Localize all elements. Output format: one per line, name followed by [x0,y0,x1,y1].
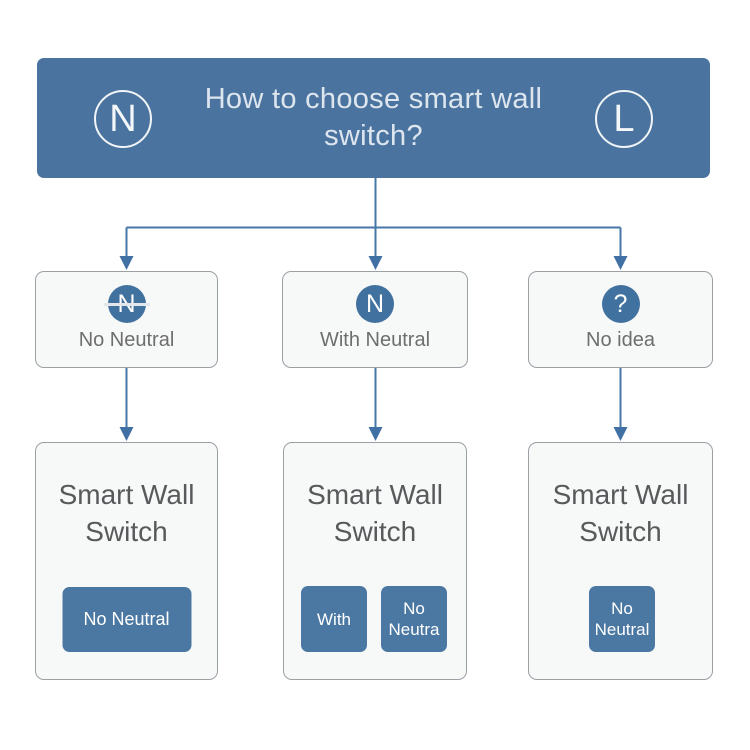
decision-label: No Neutral [78,329,175,351]
badge-label: With [317,609,351,629]
decision-box-no-neutral: N No Neutral [35,271,218,368]
badge-label-line1: No [403,599,425,618]
page-title: How to choose smart wall switch? [205,81,543,155]
arrowhead-icon [119,256,134,270]
badge-no-neutra: No Neutra [381,586,447,652]
live-wire-icon: L [595,90,653,148]
product-box-no-idea: Smart Wall Switch No Neutral [528,442,713,680]
arrowhead-icon [368,427,383,441]
arrowhead-icon [613,427,628,441]
badge-label-line2: Neutra [388,620,440,639]
arrowhead-icon [613,256,628,270]
page-title-line2: switch? [324,120,423,152]
product-name-line1: Smart Wall [307,479,443,510]
no-neutral-icon: N [103,285,150,323]
arrowhead-icon [119,427,134,441]
neutral-wire-letter: N [109,97,137,140]
product-name: Smart Wall Switch [284,476,466,550]
product-name-line2: Switch [85,516,168,547]
product-box-no-neutral: Smart Wall Switch No Neutral [35,442,218,680]
product-name-line2: Switch [333,516,417,547]
strikethrough-line [103,303,150,306]
product-name-line2: Switch [579,516,662,547]
arrowhead-icon [368,256,383,270]
decision-label: With Neutral [319,329,431,351]
product-name-line1: Smart Wall [552,479,689,510]
badge-no-neutral: No Neutral [589,586,655,652]
badge-no-neutral: No Neutral [62,587,191,652]
product-box-with-neutral: Smart Wall Switch With No Neutra [283,442,467,680]
decision-box-no-idea: ? No idea [528,271,713,368]
badge-label-line2: Neutral [594,620,650,639]
product-name: Smart Wall Switch [36,476,217,550]
badge-label-line1: No [611,599,633,618]
decision-label: No idea [586,329,655,351]
neutral-icon-letter: N [365,289,385,318]
decision-box-with-neutral: N With Neutral [282,271,468,368]
neutral-wire-icon: N [94,90,152,148]
neutral-icon: N [356,285,394,323]
badge-with: With [301,586,367,652]
question-icon-letter: ? [613,289,628,318]
product-name: Smart Wall Switch [529,476,712,550]
live-wire-letter: L [613,97,635,140]
product-name-line1: Smart Wall [58,479,195,510]
badge-label: No Neutral [83,609,170,629]
page-title-line1: How to choose smart wall [204,83,543,115]
question-icon: ? [601,285,640,323]
